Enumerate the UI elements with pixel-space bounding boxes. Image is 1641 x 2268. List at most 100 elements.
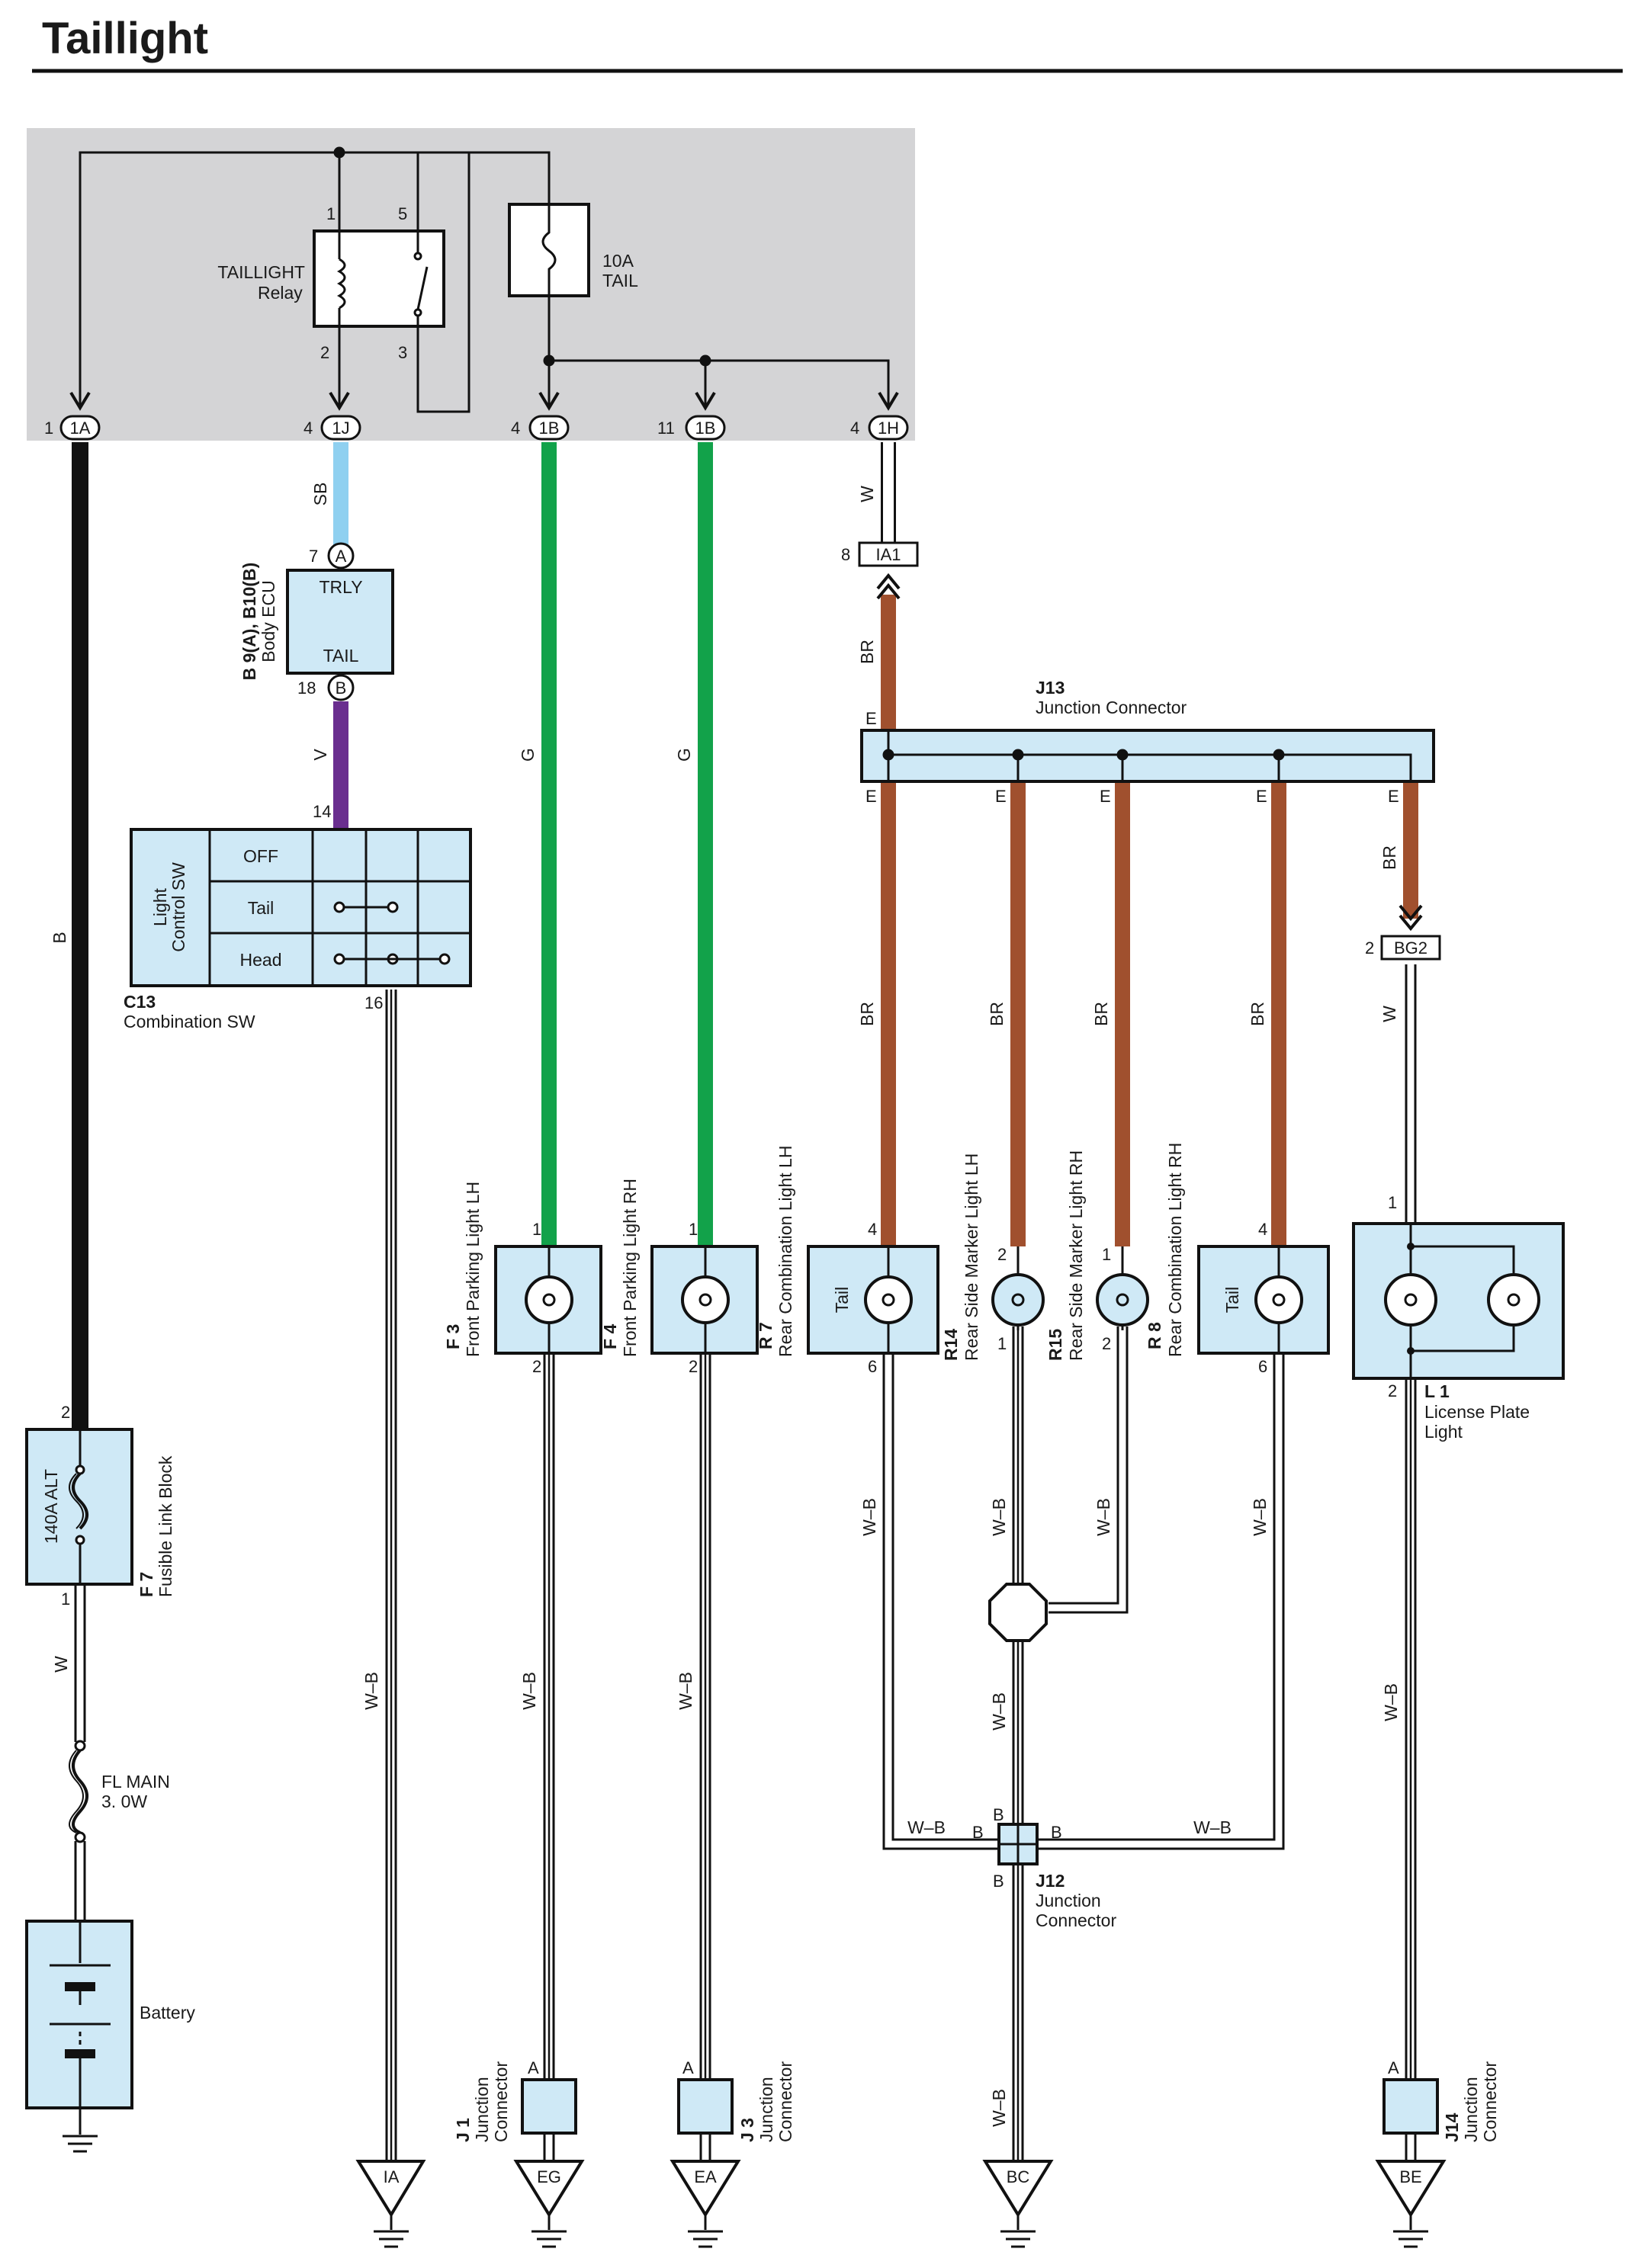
combination-sw-pin-14: 14 [313,802,331,821]
relay-pin-1: 1 [326,204,336,223]
r8-pin-6: 6 [1258,1357,1267,1376]
connector-1h-name: 1H [878,419,899,438]
wire-label-w-fl: W [51,1656,71,1673]
j12-code: J12 [1036,1871,1065,1891]
l1-name-2: Light [1424,1422,1463,1442]
connector-bg2 [1380,935,1441,961]
rear-combination-light-lh [807,1245,939,1355]
r15-pin-2: 2 [1102,1334,1111,1353]
wire-label-wb-r14: W–B [989,1498,1009,1536]
body-ecu-pin-18: 18 [297,678,316,698]
fl-main-label-2: 3. 0W [101,1792,147,1811]
connector-1a-pin: 1 [44,419,53,438]
connector-bg2-name: BG2 [1394,938,1427,958]
combination-sw-name: Combination SW [124,1012,255,1031]
relay-label-2: Relay [258,283,303,303]
page-title: Taillight [42,14,208,63]
connector-1b-11-name: 1B [695,419,716,438]
j14-pin-a: A [1388,2058,1399,2077]
connector-ia1 [858,541,919,567]
body-ecu-conn-b-label: B [336,678,347,698]
ground-ea: EA [670,2160,741,2248]
relay-switch-icon [413,231,429,326]
wire-label-br-r8: BR [1248,1002,1267,1026]
body-ecu [286,569,394,675]
j13-bus [882,730,1412,781]
panel-wiring [79,146,890,413]
f3-pin-2: 2 [532,1357,541,1376]
wire-label-g-1: G [518,748,538,762]
connector-1b-4-pin: 4 [511,419,520,438]
combination-sw-side-2: Control SW [169,862,188,952]
j14-name-2: Connector [1480,2061,1500,2142]
f4-pin-2: 2 [689,1357,698,1376]
r7-pin-4: 4 [868,1220,877,1239]
r14-code: R14 [941,1329,961,1361]
relay-pin-3: 3 [398,343,407,362]
fuse-label-2: TAIL [602,271,638,290]
relay-pin-5: 5 [398,204,407,223]
wire-label-wb-j12-top: W–B [989,1692,1009,1731]
ground-be-label: BE [1399,2167,1421,2186]
j12-pin-b-left: B [972,1823,984,1842]
r7-inner-tail: Tail [832,1287,852,1314]
r7-pin-6: 6 [868,1357,877,1376]
j3-name-2: Connector [776,2061,795,2142]
j12-pin-b-bottom: B [993,1872,1004,1891]
connector-bg2-pin: 2 [1365,938,1374,958]
ground-ia-label: IA [384,2167,400,2186]
r14-pin-1: 1 [997,1334,1007,1353]
fusible-link-rating: 140A ALT [41,1469,61,1544]
connector-1j-name: 1J [332,419,349,438]
ground-eg: EG [513,2160,585,2248]
r8-code: R 8 [1145,1322,1164,1349]
j12-name-2: Connector [1036,1910,1116,1930]
combination-switch [130,828,472,987]
battery-label: Battery [140,2003,195,2023]
body-ecu-conn-a-label: A [336,547,347,566]
f4-pin-1: 1 [689,1220,698,1239]
connector-1h-pin: 4 [850,419,859,438]
r14-name: Rear Side Marker Light LH [962,1153,981,1361]
wire-label-v: V [310,749,330,761]
wire-label-wb-r7: W–B [859,1498,879,1536]
wire-label-w-bg2: W [1379,1006,1399,1022]
body-ecu-conn-b [327,674,355,701]
relay-pin-2: 2 [320,343,329,362]
r15-pin-1: 1 [1102,1245,1111,1264]
r8-pin-4: 4 [1258,1220,1267,1239]
ground-ea-label: EA [694,2167,717,2186]
j1-junction-connector [521,2078,577,2135]
body-ecu-pin-7: 7 [309,547,318,566]
body-ecu-name: Body ECU [259,580,278,662]
j12-pin-b-top: B [993,1805,1004,1824]
j1-pin-a: A [528,2058,539,2077]
ground-be: BE [1375,2160,1447,2248]
r8-inner-tail: Tail [1222,1287,1242,1314]
splice-octagon [988,1583,1048,1642]
fl-main-fuse-icon [69,1740,88,1843]
wire-label-wb-r8: W–B [1250,1498,1270,1536]
wire-label-br-r7: BR [857,1002,877,1026]
wire-label-g-2: G [674,748,694,762]
j12-name-1: Junction [1036,1891,1101,1910]
body-ecu-code: B 9(A), B10(B) [239,563,259,681]
connector-1b-11: 1B 11 [657,391,726,441]
white-wires [74,964,1417,2161]
j1-name-2: Connector [491,2061,511,2142]
j13-pin-e-3: E [1100,787,1111,806]
l1-name-1: License Plate [1424,1402,1530,1422]
fusible-link-pin-2: 2 [61,1403,70,1422]
j3-pin-a: A [682,2058,694,2077]
relay-block-panel [27,128,915,441]
j14-name-1: Junction [1461,2077,1481,2142]
ia1-arrow-icon [876,573,901,600]
ground-bc-label: BC [1007,2167,1030,2186]
j12-junction-connector [997,1823,1039,1865]
j13-name: Junction Connector [1036,698,1187,717]
j14-code: J14 [1442,2112,1462,2142]
j13-pin-e-4: E [1256,787,1267,806]
j13-pin-e-1: E [865,787,877,806]
wire-label-wb-bc: W–B [989,2089,1009,2127]
wire-label-br-ia1: BR [857,640,877,664]
